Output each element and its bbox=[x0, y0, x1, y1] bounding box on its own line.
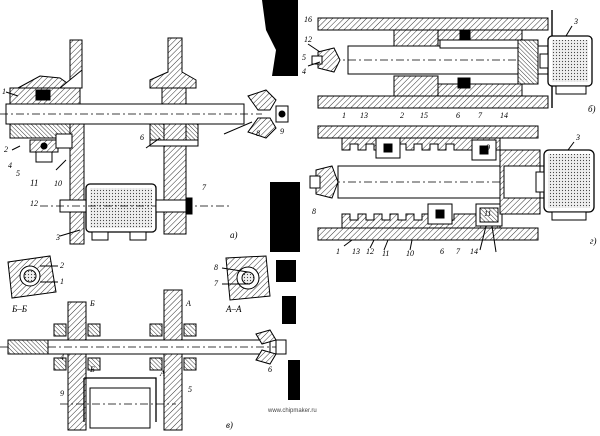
label-b-6: 6 bbox=[456, 111, 460, 120]
label-a-4: 4 bbox=[8, 161, 12, 170]
label-v-7: 7 bbox=[214, 279, 219, 288]
outer-tube-g-top bbox=[317, 125, 539, 139]
label-a-3: 3 bbox=[55, 233, 60, 242]
label-b-7: 7 bbox=[478, 111, 483, 120]
end-coupling bbox=[247, 89, 277, 111]
label-v-6: 6 bbox=[268, 365, 272, 374]
base-frame-v bbox=[83, 377, 157, 422]
label-a-1: 1 bbox=[2, 87, 6, 96]
label-b-13: 13 bbox=[360, 111, 368, 120]
label-b-4: 4 bbox=[302, 67, 306, 76]
column-v-right bbox=[163, 289, 183, 341]
panel-v-labels: 2 1 8 7 Б–Б А–А Б А Б А 4 5 6 9 в) bbox=[11, 261, 272, 430]
panel-b-labels: 16 12 4 5 1 13 2 15 6 7 14 3 б) bbox=[302, 15, 596, 120]
label-v-1: 1 bbox=[60, 277, 64, 286]
gear-left bbox=[55, 133, 73, 149]
label-a-11: 11 bbox=[30, 178, 38, 188]
section-title-a-a: А–А bbox=[225, 304, 242, 314]
label-g-7: 7 bbox=[456, 247, 461, 256]
section-mark-b-top: Б bbox=[89, 299, 95, 308]
label-a-12: 12 bbox=[30, 199, 38, 208]
label-g-11: 11 bbox=[382, 249, 389, 258]
panel-letter-g: г) bbox=[590, 236, 597, 246]
panel-a-labels: 1 2 3 4 5 6 7 8 9 10 11 12 а) bbox=[2, 87, 284, 242]
label-g-8: 8 bbox=[312, 207, 316, 216]
outer-tube-g-bottom bbox=[317, 227, 539, 241]
label-b-14: 14 bbox=[500, 111, 508, 120]
panel-b bbox=[307, 10, 593, 109]
label-a-2: 2 bbox=[4, 145, 8, 154]
label-b-1: 1 bbox=[342, 111, 346, 120]
label-g-13: 13 bbox=[352, 247, 360, 256]
label-g-9: 9 bbox=[486, 143, 490, 152]
section-title-b-b: Б–Б bbox=[11, 304, 28, 314]
label-v-9: 9 bbox=[60, 389, 64, 398]
nut-upper bbox=[35, 89, 51, 101]
divider-strips bbox=[262, 0, 300, 400]
label-b-3: 3 bbox=[573, 17, 578, 26]
label-g-14: 14 bbox=[470, 247, 478, 256]
label-g-1: 1 bbox=[336, 247, 340, 256]
nose-g bbox=[315, 165, 339, 199]
label-a-5: 5 bbox=[16, 169, 20, 178]
label-a-10: 10 bbox=[54, 179, 62, 188]
outer-tube-top bbox=[317, 17, 549, 31]
section-mark-b-bot: Б bbox=[89, 365, 95, 374]
label-b-12: 12 bbox=[304, 35, 312, 44]
label-b-5: 5 bbox=[302, 53, 306, 62]
panel-letter-v: в) bbox=[226, 420, 233, 430]
watermark: www.chipmaker.ru bbox=[267, 408, 317, 414]
panel-a bbox=[0, 37, 289, 245]
bracket-right bbox=[149, 37, 197, 89]
label-g-10: 10 bbox=[406, 249, 414, 258]
section-mark-a-bot: А bbox=[159, 369, 165, 378]
panel-letter-b: б) bbox=[588, 104, 596, 114]
panel-v bbox=[0, 255, 288, 431]
label-v-4: 4 bbox=[60, 353, 64, 362]
label-b-2: 2 bbox=[400, 111, 404, 120]
label-g-3: 3 bbox=[575, 133, 580, 142]
bearing-block-mid bbox=[69, 123, 85, 245]
column-v-left bbox=[67, 301, 87, 341]
label-g-12: 12 bbox=[366, 247, 374, 256]
label-v-2: 2 bbox=[60, 261, 64, 270]
section-mark-a-top: А bbox=[185, 299, 191, 308]
nose-b bbox=[317, 47, 341, 73]
label-a-6: 6 bbox=[140, 133, 144, 142]
label-b-16: 16 bbox=[304, 15, 312, 24]
panel-g-labels: 8 1 13 12 11 10 6 7 14 11 9 3 г) bbox=[312, 133, 597, 258]
label-v-8: 8 bbox=[214, 263, 218, 272]
panel-g bbox=[309, 125, 595, 253]
label-g-11b: 11 bbox=[484, 209, 491, 218]
label-g-6: 6 bbox=[440, 247, 444, 256]
label-a-7: 7 bbox=[202, 183, 207, 192]
label-b-15: 15 bbox=[420, 111, 428, 120]
label-v-5: 5 bbox=[188, 385, 192, 394]
label-a-8: 8 bbox=[256, 129, 260, 138]
panel-letter-a: а) bbox=[230, 230, 238, 240]
outer-tube-bottom bbox=[317, 95, 549, 109]
label-a-9: 9 bbox=[280, 127, 284, 136]
